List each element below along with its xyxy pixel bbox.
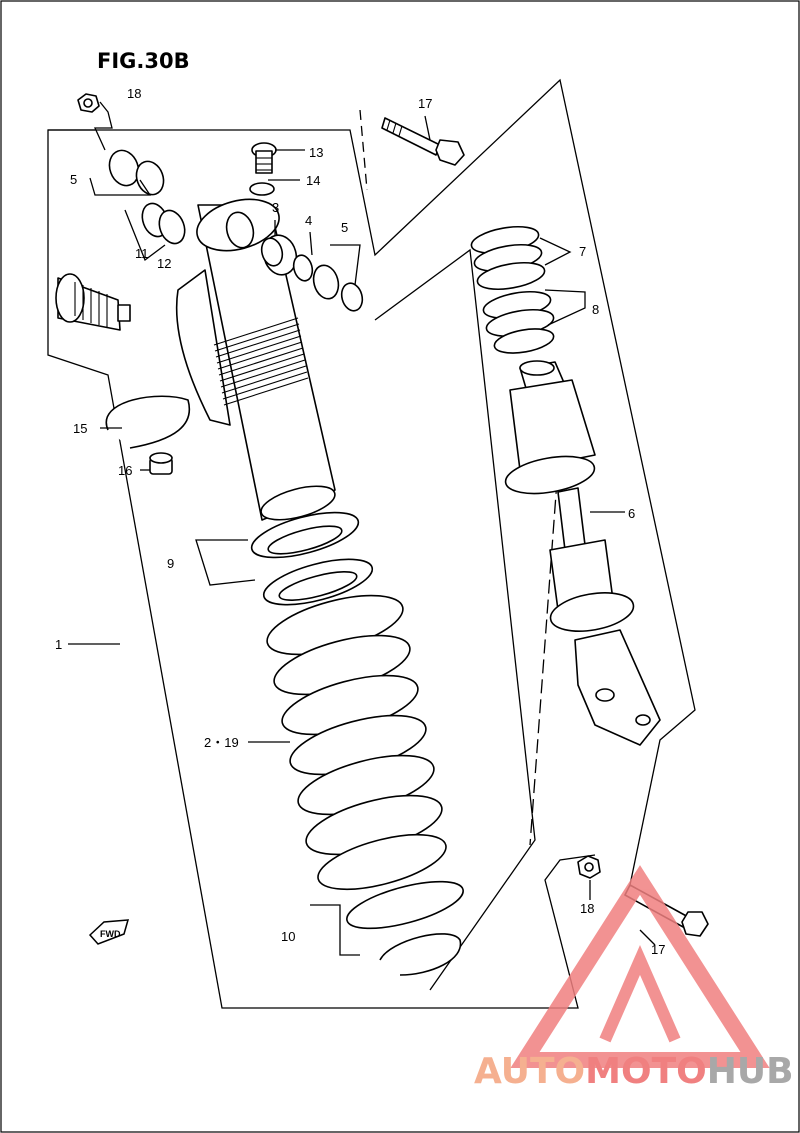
o-ring-12 — [158, 209, 186, 245]
spring-8 — [482, 290, 555, 354]
callout-16: 16 — [118, 463, 132, 478]
fwd-label: FWD — [100, 929, 121, 939]
collar-3 — [260, 234, 298, 276]
callout-11: 11 — [135, 246, 149, 261]
callout-5-left: 5 — [70, 172, 77, 187]
watermark-part3: HUB — [707, 1051, 794, 1092]
washer-14 — [249, 182, 275, 196]
nut-18-bottom — [577, 855, 601, 879]
damper-rod-6 — [504, 360, 661, 746]
callout-1: 1 — [55, 637, 62, 652]
shock-body — [175, 198, 336, 521]
callout-17-top: 17 — [418, 96, 432, 111]
watermark-part1: AUTO — [474, 1051, 585, 1092]
leader-lines — [68, 101, 656, 956]
callout-14: 14 — [306, 173, 320, 188]
seal-5-right — [312, 264, 364, 312]
callout-13: 13 — [309, 145, 323, 160]
reservoir-boot — [55, 273, 131, 331]
bolt-13 — [251, 142, 277, 174]
callout-3: 3 — [272, 200, 279, 215]
spring-2-19 — [266, 594, 447, 891]
nut-18-top — [77, 93, 100, 113]
bolt-17-top — [381, 117, 465, 166]
circlip-4 — [292, 254, 314, 282]
seal-5-left — [108, 149, 165, 196]
assembly-outline-inner — [374, 248, 536, 991]
callout-6: 6 — [628, 506, 635, 521]
band-clip-15 — [105, 395, 191, 449]
callout-10: 10 — [281, 929, 295, 944]
callout-9: 9 — [167, 556, 174, 571]
cap-16 — [149, 452, 173, 475]
callout-18-top: 18 — [127, 86, 141, 101]
callout-17-bottom: 17 — [651, 942, 665, 957]
spring-7 — [470, 225, 546, 291]
watermark-part2: MOTO — [585, 1051, 707, 1092]
figure-title: FIG.30B — [97, 49, 190, 73]
assembly-outline-main — [47, 129, 596, 1009]
assembly-outline-left-top — [48, 78, 696, 886]
callout-5-right: 5 — [341, 220, 348, 235]
fwd-arrow-icon: FWD — [88, 919, 130, 945]
callout-8: 8 — [592, 302, 599, 317]
callout-12: 12 — [157, 256, 171, 271]
watermark-logo — [510, 865, 770, 1068]
dash-line-2 — [529, 439, 561, 846]
callout-18-bottom: 18 — [580, 901, 594, 916]
callout-15: 15 — [73, 421, 87, 436]
callout-7: 7 — [579, 244, 586, 259]
callout-2-19: 2・19 — [204, 735, 239, 750]
watermark-text: AUTOMOTOHUB — [474, 1051, 794, 1092]
stopper-ring-10 — [346, 880, 464, 976]
callout-4: 4 — [305, 213, 312, 228]
dash-line-1 — [359, 109, 368, 191]
spring-seat-9 — [250, 511, 374, 606]
